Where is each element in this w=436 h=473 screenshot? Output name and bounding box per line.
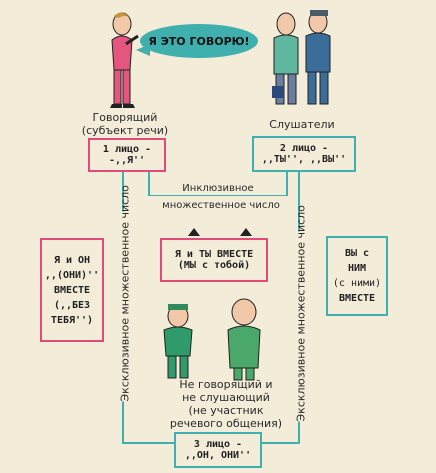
you-with-him-box: ВЫ с НИМ (с ними) ВМЕСТЕ [326,236,388,316]
inclusive-label-line2: множественное число [162,200,280,211]
me-and-him-box: Я и ОН ,,(ОНИ)'' ВМЕСТЕ (,,БЕЗ ТЕБЯ'') [40,238,104,342]
speaker-label: Говорящий (субъект речи) [81,111,169,137]
speech-text: Я ЭТО ГОВОРЮ! [148,34,250,48]
third-person-box: 3 лицо - ,,ОН, ОНИ'' [174,432,262,468]
exclusive-right-label: Эксклюзивное множественное число [294,205,308,422]
third-party-figures-icon [163,298,261,381]
inclusive-bar [148,194,288,196]
inclusive-right-stem [286,172,288,196]
arrow-up-icon [188,228,200,236]
we-together-box: Я и ТЫ ВМЕСТЕ (МЫ с тобой) [160,238,268,282]
speaker-figure-icon [110,12,139,108]
arrow-up-icon [240,228,252,236]
second-person-box: 2 лицо - ,,ТЫ'', ,,ВЫ'' [252,136,356,172]
speech-bubble-tail [136,44,150,56]
exclusive-left-label: Эксклюзивное множественное число [118,185,132,402]
listeners-label: Слушатели [269,118,335,131]
first-person-box: 1 лицо - -,,Я'' [88,138,166,172]
connector-bottom-right [262,442,300,444]
connector-bottom-left [122,442,174,444]
third-party-label: Не говорящий и не слушающий (не участник… [169,378,283,430]
inclusive-left-stem [148,172,150,196]
speech-bubble: Я ЭТО ГОВОРЮ! [140,24,258,58]
listeners-figure-icon [272,10,331,105]
inclusive-label: Инклюзивное [150,182,286,195]
